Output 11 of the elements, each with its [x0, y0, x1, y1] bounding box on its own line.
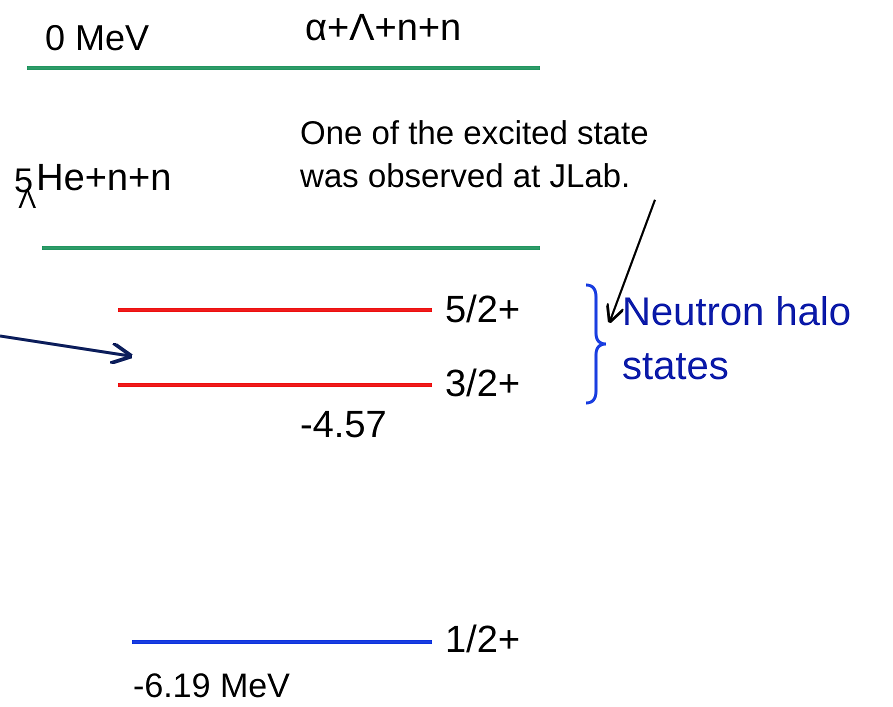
leader-arrow [606, 199, 656, 324]
energy-value: 0 MeV [45, 18, 150, 58]
curly-brace [584, 283, 608, 405]
energy-value: -4.57 [300, 405, 387, 447]
threshold-label: α+Λ+n+n [305, 8, 462, 50]
annotation-text: One of the excited state was observed at JLab. [300, 112, 680, 198]
spin-parity-label: 5/2+ [445, 290, 520, 332]
energy-value: -6.19 MeV [133, 668, 290, 706]
group-label: Neutron halo states [622, 289, 852, 390]
spin-parity-label: 3/2+ [445, 364, 520, 406]
spin-parity-label: 1/2+ [445, 620, 520, 662]
